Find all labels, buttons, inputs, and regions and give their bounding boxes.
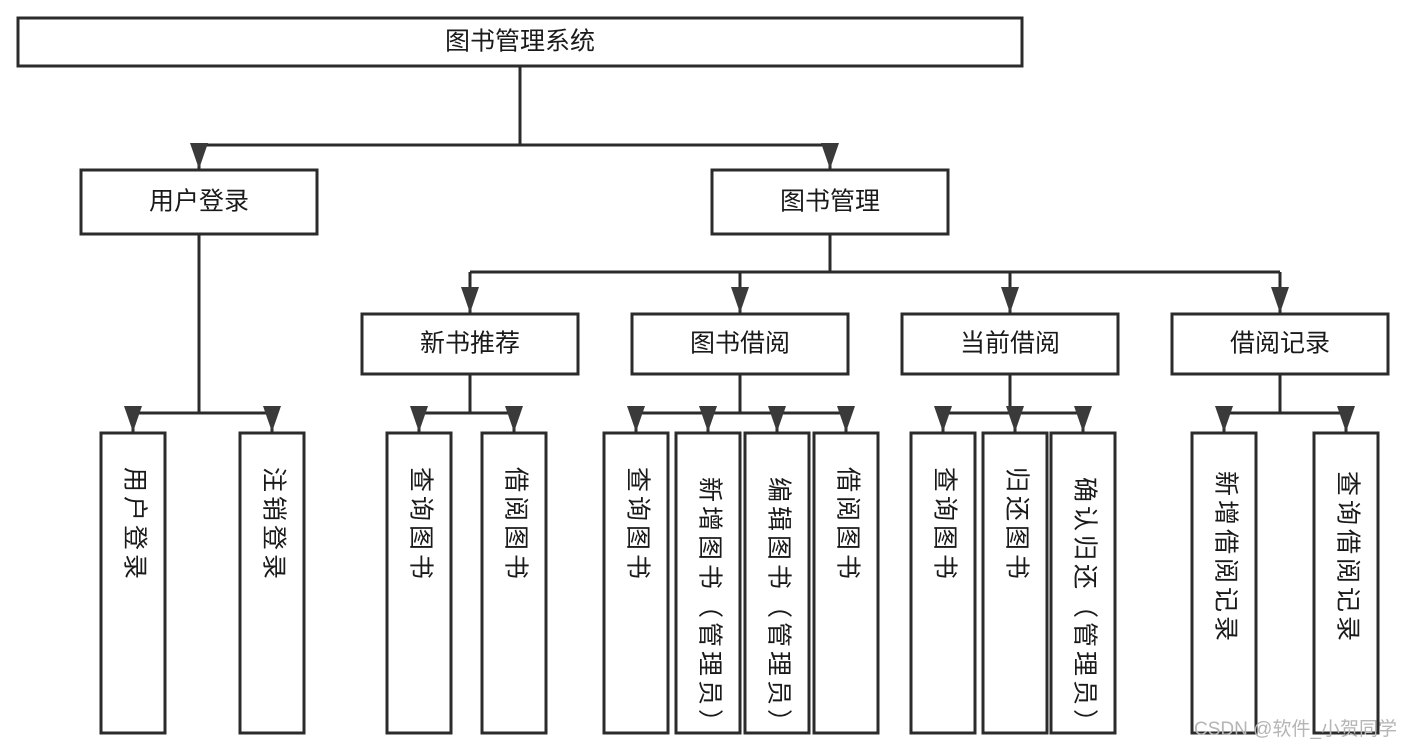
node-leaf-return-book-rect [981,431,1049,735]
leaf-fan-borrow-record-arrow-0 [1215,406,1233,432]
node-leaf-query-record-rect [1312,431,1380,735]
node-leaf-confirm-return[interactable]: 确认归还（管理员） [1049,431,1117,738]
node-user-login-label: 用户登录 [149,188,249,216]
node-book-manage-label: 图书管理 [780,188,880,216]
node-leaf-add-record-label: 新增借阅记录 [1211,471,1239,645]
leaf-fan-book-borrow-arrow-0 [627,406,645,432]
leaf-fan-user-login-arrow-1 [263,406,281,432]
leaf-fan-user-login-arrow-0 [124,406,142,432]
node-borrow-record-rect [1170,312,1390,376]
node-current-borrow-label: 当前借阅 [960,330,1060,358]
node-current-borrow[interactable]: 当前借阅 [900,312,1120,376]
node-leaf-user-login[interactable]: 用户登录 [99,431,167,735]
node-leaf-borrow-book-1-label: 借阅图书 [501,467,529,583]
node-leaf-user-logout[interactable]: 注销登录 [238,431,306,735]
node-new-book-rec-rect [360,312,580,376]
leaf-fan-book-borrow-arrow-3 [837,406,855,432]
node-book-borrow[interactable]: 图书借阅 [630,312,850,376]
leaf-fan-current-borrow-arrow-0 [934,406,952,432]
node-book-borrow-rect [630,312,850,376]
node-borrow-record-label: 借阅记录 [1230,330,1330,358]
node-leaf-query-book-2-label: 查询图书 [623,467,651,583]
root-to-l1-arrow-1 [821,143,839,169]
root-to-l1-arrow-0 [190,143,208,169]
node-borrow-record[interactable]: 借阅记录 [1170,312,1390,376]
node-leaf-borrow-book-2-rect [812,431,880,735]
node-leaf-edit-book[interactable]: 编辑图书（管理员） [743,431,811,738]
node-leaf-query-record[interactable]: 查询借阅记录 [1312,431,1380,735]
node-root-label: 图书管理系统 [445,28,595,56]
node-leaf-add-book[interactable]: 新增图书（管理员） [674,431,742,738]
node-leaf-user-login-rect [99,431,167,735]
bm-to-l2-arrow-3 [1271,287,1289,313]
node-leaf-query-book-3-label: 查询图书 [930,467,958,583]
node-leaf-borrow-book-1[interactable]: 借阅图书 [480,431,548,735]
node-leaf-query-book-1-rect [385,431,453,735]
node-leaf-query-book-2-rect [602,431,670,735]
leaf-fan-current-borrow-arrow-1 [1006,406,1024,432]
node-leaf-query-book-3-rect [909,431,977,735]
bm-to-l2-arrow-2 [1001,287,1019,313]
node-book-borrow-label: 图书借阅 [690,330,790,358]
leaf-fan-borrow-record-arrow-1 [1337,406,1355,432]
node-leaf-return-book[interactable]: 归还图书 [981,431,1049,735]
bm-to-l2-arrow-0 [461,287,479,313]
node-leaf-user-login-label: 用户登录 [120,467,148,583]
node-leaf-confirm-return-rect [1049,431,1117,735]
node-leaf-query-book-3[interactable]: 查询图书 [909,431,977,735]
node-leaf-add-record-rect [1190,431,1258,735]
node-new-book-rec[interactable]: 新书推荐 [360,312,580,376]
node-leaf-add-record[interactable]: 新增借阅记录 [1190,431,1258,735]
node-leaf-edit-book-rect [743,431,811,735]
node-root-rect [16,16,1024,68]
node-book-manage-rect [710,168,950,236]
node-leaf-query-book-2[interactable]: 查询图书 [602,431,670,735]
node-new-book-rec-label: 新书推荐 [420,330,520,358]
leaf-fan-new-book-rec-arrow-1 [505,406,523,432]
leaf-fan-book-borrow-arrow-1 [699,406,717,432]
node-leaf-add-book-label: 新增图书（管理员） [695,477,723,738]
node-book-manage[interactable]: 图书管理 [710,168,950,236]
node-leaf-borrow-book-2-label: 借阅图书 [833,467,861,583]
node-leaf-borrow-book-1-rect [480,431,548,735]
leaf-fan-current-borrow-arrow-2 [1074,406,1092,432]
node-leaf-edit-book-label: 编辑图书（管理员） [764,477,792,738]
node-leaf-add-book-rect [674,431,742,735]
node-current-borrow-rect [900,312,1120,376]
node-user-login[interactable]: 用户登录 [79,168,319,236]
leaf-fan-new-book-rec-arrow-0 [410,406,428,432]
node-leaf-query-book-1-label: 查询图书 [406,467,434,583]
node-leaf-borrow-book-2[interactable]: 借阅图书 [812,431,880,735]
bm-to-l2-arrow-1 [731,287,749,313]
node-leaf-user-logout-label: 注销登录 [259,467,287,583]
node-root[interactable]: 图书管理系统 [16,16,1024,68]
node-leaf-user-logout-rect [238,431,306,735]
node-leaf-query-record-label: 查询借阅记录 [1333,471,1361,645]
node-leaf-query-book-1[interactable]: 查询图书 [385,431,453,735]
leaf-fan-book-borrow-arrow-2 [768,406,786,432]
node-leaf-confirm-return-label: 确认归还（管理员） [1070,477,1098,738]
node-leaf-return-book-label: 归还图书 [1002,467,1030,583]
